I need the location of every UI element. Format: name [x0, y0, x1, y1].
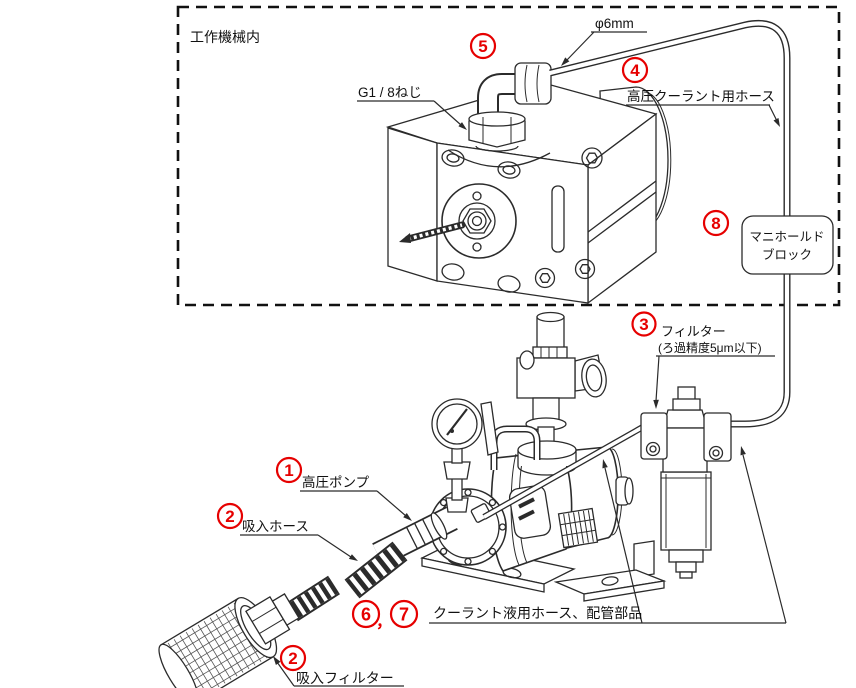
svg-text:2: 2 [225, 507, 234, 526]
hp-pump-unit [372, 311, 634, 572]
label-coolant-parts: クーラント液用ホース、配管部品 [433, 605, 642, 621]
svg-text:7: 7 [399, 605, 409, 625]
drill-bit [399, 221, 466, 243]
svg-text:5: 5 [478, 37, 487, 56]
union-nut [514, 62, 552, 105]
callout-6: 6 [351, 599, 381, 629]
label-hp-hose: 高圧クーラント用ホース [627, 88, 775, 104]
svg-text:1: 1 [284, 461, 293, 480]
leader-lines [240, 31, 787, 687]
pump-to-filter-hose [482, 420, 652, 520]
callout-1: 1 [275, 456, 303, 484]
label-hp-pump: 高圧ポンプ [302, 474, 370, 490]
machine-area-label: 工作機械内 [190, 29, 260, 45]
pump-base [420, 540, 667, 602]
suction-hose-coil [286, 541, 408, 622]
filter-unit [640, 386, 732, 579]
suction-filter-unit [158, 593, 300, 688]
filter-canister [660, 471, 712, 551]
elbow-fitting [468, 62, 552, 152]
label-filter-note: (ろ過精度5μm以下) [658, 340, 762, 355]
regulator-valve [516, 311, 607, 451]
callout-comma: ， [376, 614, 392, 631]
callouts: 5 4 8 3 1 2 6 ， 7 [216, 32, 730, 672]
machine-area-boundary: 工作機械内 [176, 5, 841, 307]
pressure-gauge [431, 398, 483, 513]
label-g-thread: G1 / 8ねじ [358, 85, 422, 100]
motor-fins [557, 507, 599, 549]
manifold-block-label: マニホールド ブロック [741, 215, 834, 275]
label-dia6: φ6mm [595, 16, 634, 31]
spindle-head [385, 62, 672, 305]
callout-3: 3 [631, 311, 657, 337]
callout-2-suction-hose: 2 [216, 502, 244, 530]
text-labels: φ6mm G1 / 8ねじ 高圧クーラント用ホース フィルター (ろ過精度5μm… [242, 16, 775, 686]
callout-2-suction-filter: 2 [279, 644, 307, 672]
callout-7: 7 [389, 599, 419, 629]
svg-text:4: 4 [630, 61, 640, 80]
pump-top-collar [517, 440, 577, 476]
svg-text:6: 6 [361, 605, 371, 625]
label-suction-hose: 吸入ホース [242, 519, 309, 534]
svg-text:2: 2 [288, 649, 297, 668]
callout-4: 4 [621, 56, 649, 84]
manifold-line1: マニホールド [749, 230, 824, 244]
callout-8: 8 [702, 209, 730, 237]
label-filter: フィルター [661, 324, 726, 339]
svg-text:3: 3 [639, 315, 648, 334]
svg-text:8: 8 [711, 214, 720, 233]
label-suction-filter: 吸入フィルター [296, 670, 394, 686]
callout-5: 5 [469, 32, 497, 60]
manifold-line2: ブロック [762, 247, 812, 262]
